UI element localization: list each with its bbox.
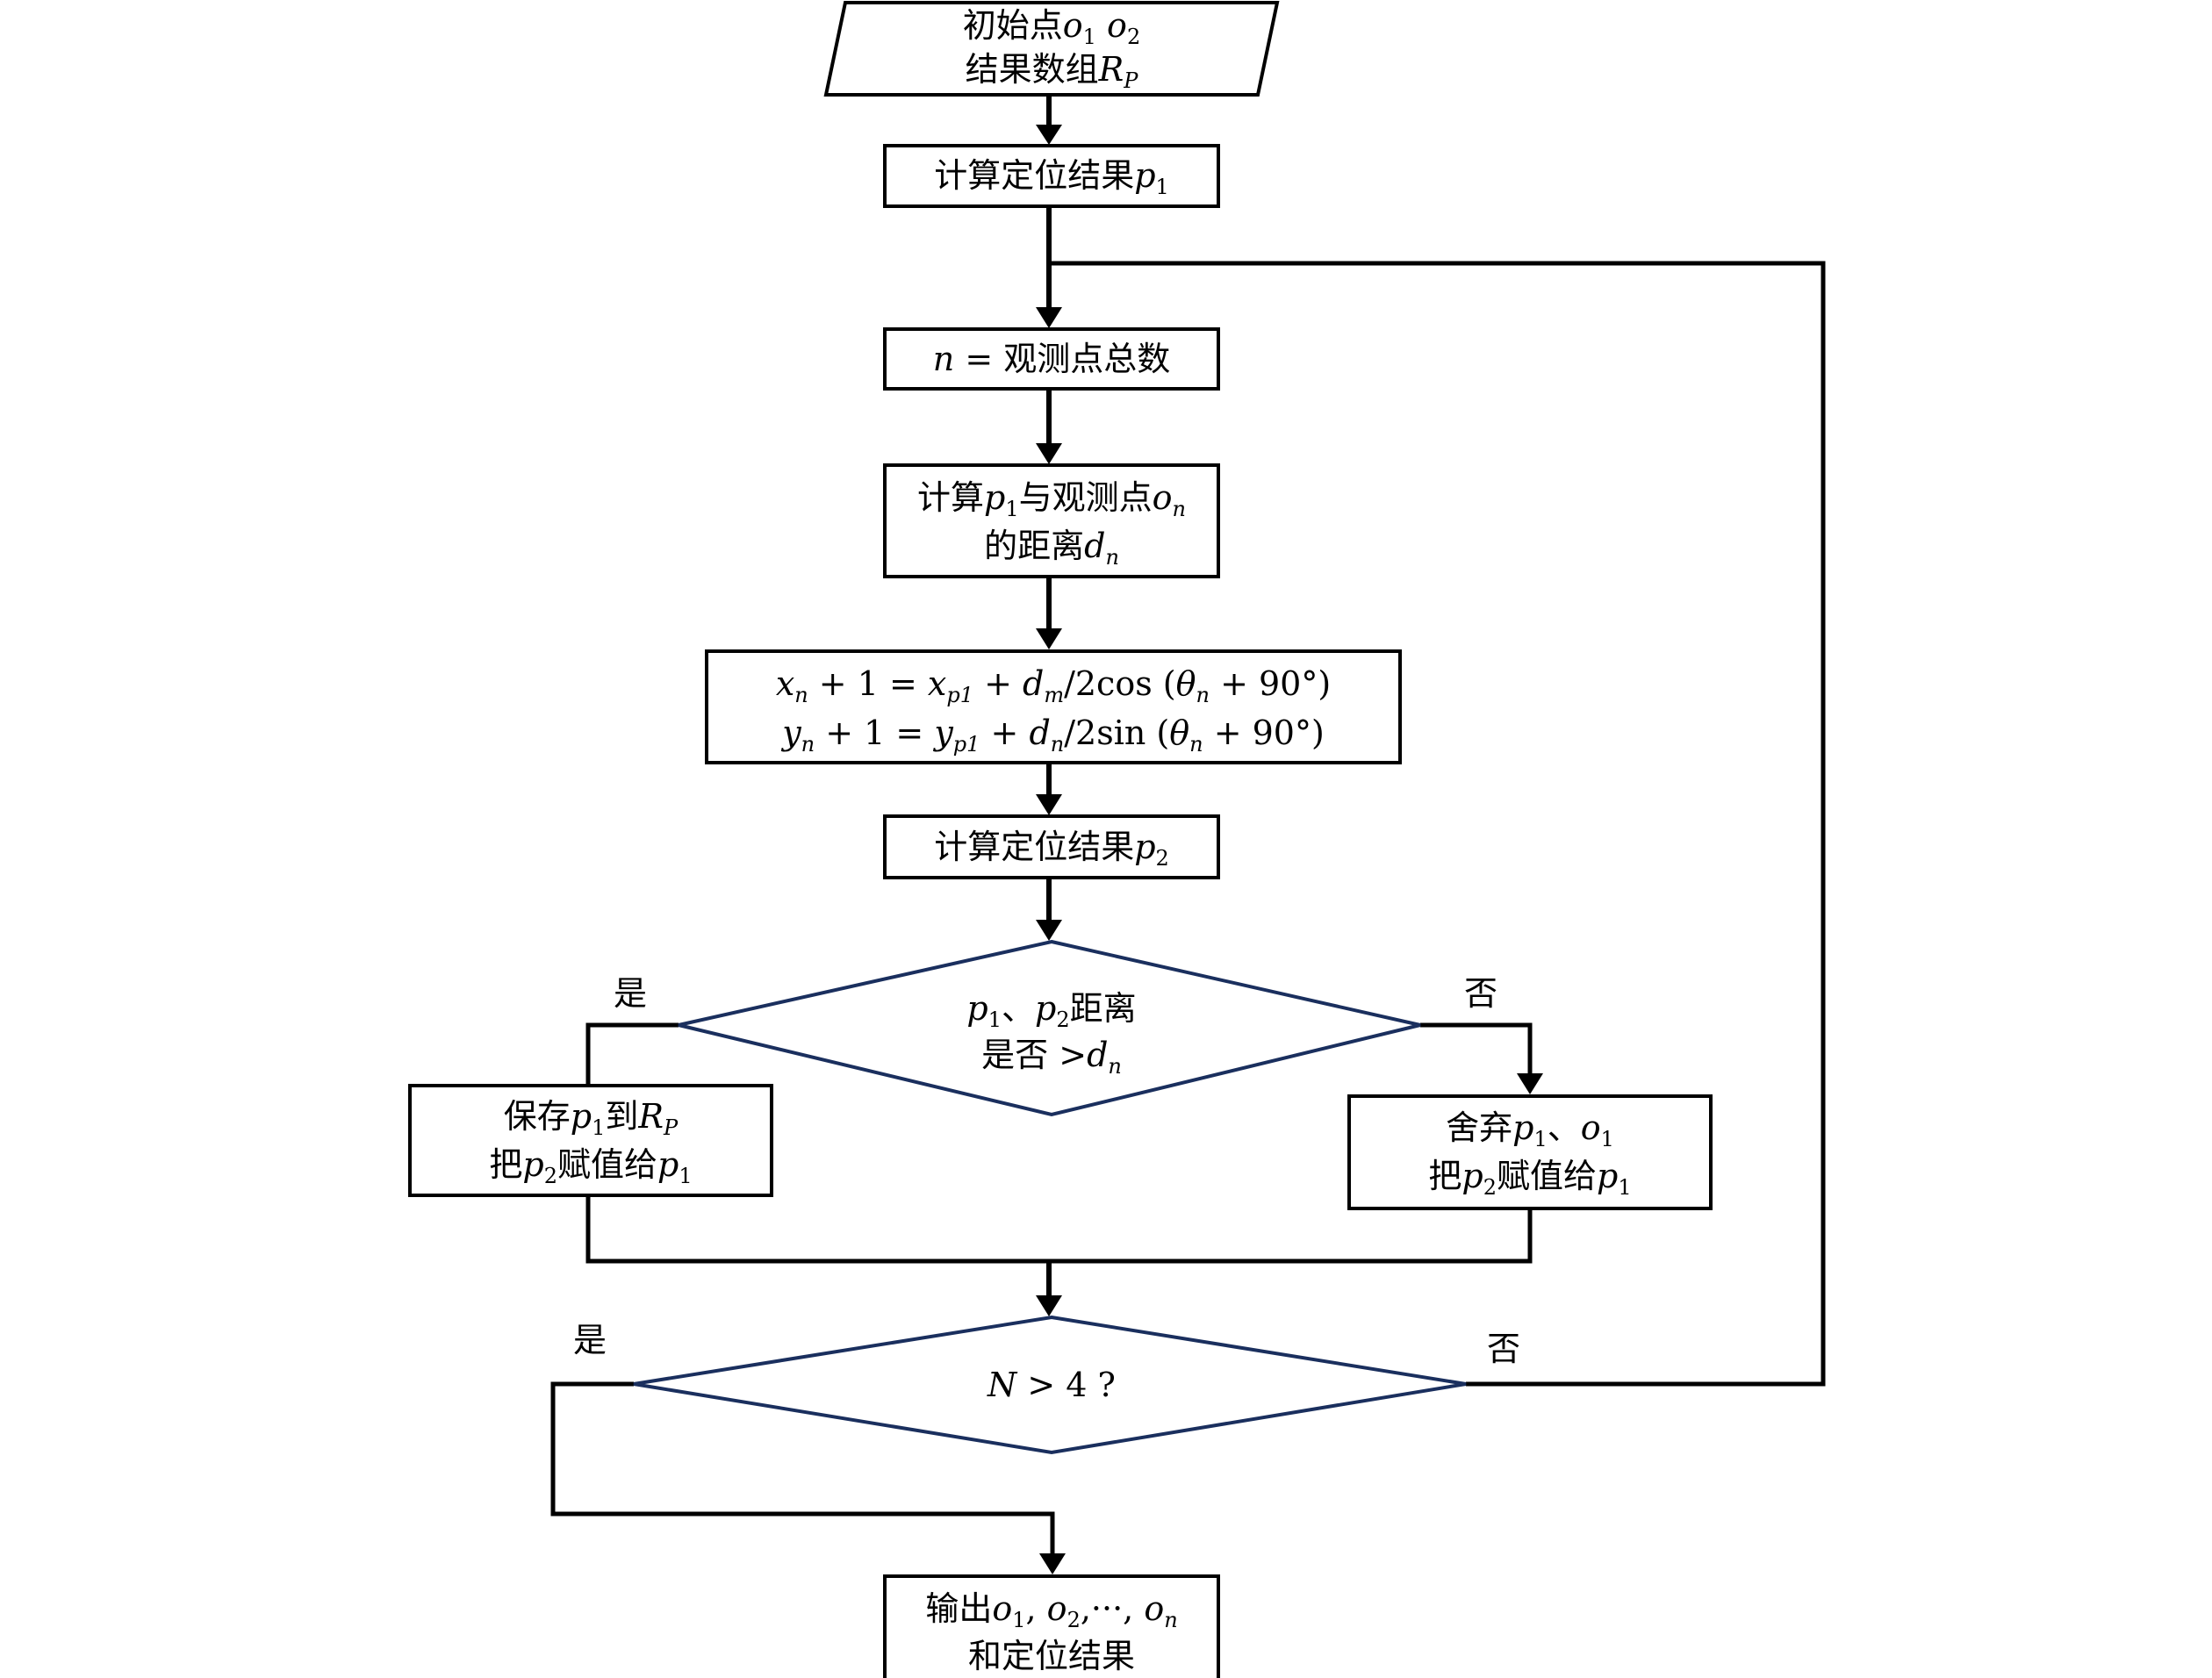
discard-node: 舍弃p1、o1 把p2赋值给p1	[1347, 1094, 1713, 1210]
discard-line1: 舍弃p1、o1	[1446, 1108, 1614, 1151]
arrowhead-d1-no	[1517, 1073, 1543, 1094]
edge-d2-yes	[550, 1381, 1055, 1553]
output-line2: 和定位结果	[968, 1637, 1135, 1675]
d2-yes-label: 是	[573, 1321, 607, 1359]
arrowhead-d2-yes	[1039, 1553, 1066, 1574]
arrowhead-p2	[1036, 920, 1062, 941]
calc-p2-text: 计算定位结果p2	[934, 828, 1169, 871]
discard-line2: 把p2赋值给p1	[1428, 1157, 1631, 1200]
save-line1: 保存p1到RP	[504, 1097, 679, 1140]
calc-p1-node: 计算定位结果p1	[883, 144, 1220, 208]
decision2-text: N > 4 ?	[987, 1366, 1116, 1404]
calc-p1-text: 计算定位结果p1	[934, 156, 1169, 199]
arrowhead-n	[1036, 443, 1062, 464]
decision2-node: N > 4 ?	[633, 1315, 1467, 1455]
n-total-text: n = 观测点总数	[933, 340, 1170, 378]
formula-line-y: yn + 1 = yp1 + dn/2sin (θn + 90°)	[780, 714, 1325, 757]
d1-no-label: 否	[1464, 974, 1497, 1013]
decision1-line1: p1、p2距离	[966, 989, 1136, 1032]
start-node: 初始点o1 o2 结果数组RP	[823, 1, 1280, 97]
arrowhead-start	[1036, 125, 1062, 145]
decision1-node: p1、p2距离 是否 >dn	[678, 939, 1421, 1117]
arrowhead-merge	[1036, 1295, 1062, 1316]
edge-d2-no-loop	[1049, 261, 1826, 1387]
calc-distance-node: 计算p1与观测点on 的距离dn	[883, 463, 1220, 578]
edge-merge	[585, 1195, 1533, 1264]
save-line2: 把p2赋值给p1	[489, 1145, 692, 1188]
decision1-line2: 是否 >dn	[981, 1036, 1122, 1079]
save-node: 保存p1到RP 把p2赋值给p1	[408, 1084, 773, 1197]
edge-d1-yes	[585, 1022, 679, 1085]
arrowhead-calc-p1	[1036, 307, 1062, 328]
edge-d1-no	[1420, 1022, 1533, 1073]
start-line1: 初始点o1 o2	[963, 6, 1140, 49]
formula-line-x: xn + 1 = xp1 + dm/2cos (θn + 90°)	[776, 664, 1331, 707]
output-line1: 输出o1, o2,···, on	[925, 1589, 1177, 1632]
d2-no-label: 否	[1487, 1330, 1520, 1368]
arrowhead-formula	[1036, 794, 1062, 815]
calc-distance-line1: 计算p1与观测点on	[917, 478, 1186, 521]
start-line2: 结果数组RP	[966, 50, 1139, 93]
output-node: 输出o1, o2,···, on 和定位结果	[883, 1574, 1220, 1678]
formula-node: xn + 1 = xp1 + dm/2cos (θn + 90°) yn + 1…	[705, 649, 1402, 764]
d1-yes-label: 是	[614, 974, 647, 1013]
arrowhead-dist	[1036, 628, 1062, 649]
n-total-node: n = 观测点总数	[883, 327, 1220, 391]
calc-p2-node: 计算定位结果p2	[883, 814, 1220, 879]
calc-distance-line2: 的距离dn	[984, 527, 1119, 570]
